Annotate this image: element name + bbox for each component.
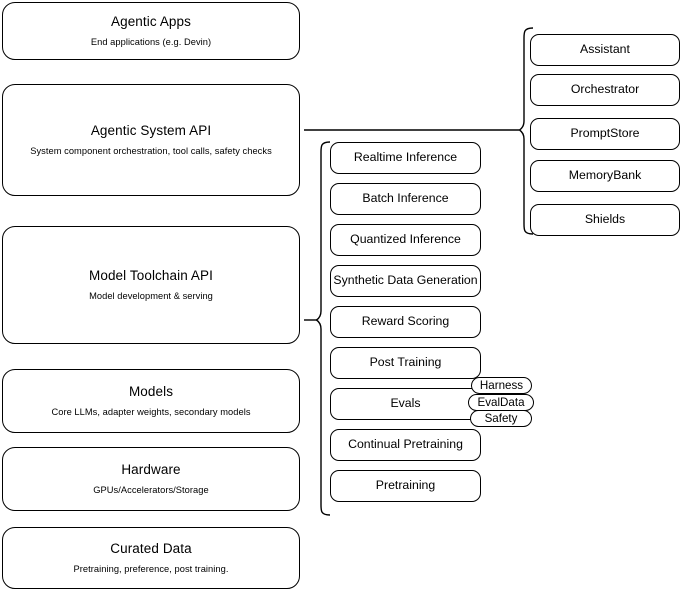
component-box-orchestrator[interactable]: Orchestrator <box>530 74 680 106</box>
evals-badge-safety[interactable]: Safety <box>470 410 532 427</box>
layer-title: Model Toolchain API <box>89 267 213 283</box>
layer-subtitle: Core LLMs, adapter weights, secondary mo… <box>51 406 251 417</box>
component-label: PromptStore <box>570 126 640 141</box>
brace-toolchain-capabilities <box>315 141 331 516</box>
layer-box-agentic-apps[interactable]: Agentic Apps End applications (e.g. Devi… <box>2 2 300 60</box>
capability-box-evals[interactable]: Evals <box>330 388 481 420</box>
capability-box-pretraining[interactable]: Pretraining <box>330 470 481 502</box>
capability-label: Batch Inference <box>362 191 449 206</box>
layer-title: Agentic System API <box>90 122 212 138</box>
component-box-memorybank[interactable]: MemoryBank <box>530 160 680 192</box>
evals-badge-evaldata[interactable]: EvalData <box>468 394 534 411</box>
layer-title: Hardware <box>121 461 181 477</box>
layer-subtitle: Pretraining, preference, post training. <box>73 563 229 574</box>
layer-subtitle: System component orchestration, tool cal… <box>30 145 272 156</box>
layer-subtitle: GPUs/Accelerators/Storage <box>93 484 209 495</box>
capability-box-continual-pretraining[interactable]: Continual Pretraining <box>330 429 481 461</box>
component-box-promptstore[interactable]: PromptStore <box>530 118 680 150</box>
badge-label: EvalData <box>477 396 525 409</box>
badge-label: Harness <box>479 379 524 392</box>
component-box-assistant[interactable]: Assistant <box>530 34 680 66</box>
capability-label: Evals <box>390 396 421 411</box>
component-box-shields[interactable]: Shields <box>530 204 680 236</box>
layer-box-curated-data[interactable]: Curated Data Pretraining, preference, po… <box>2 527 300 589</box>
layer-box-hardware[interactable]: Hardware GPUs/Accelerators/Storage <box>2 447 300 511</box>
capability-label: Reward Scoring <box>361 314 450 329</box>
layer-subtitle: End applications (e.g. Devin) <box>90 36 212 47</box>
capability-box-quantized-inference[interactable]: Quantized Inference <box>330 224 481 256</box>
layer-subtitle: Model development & serving <box>89 290 213 301</box>
capability-label: Realtime Inference <box>353 150 458 165</box>
capability-label: Quantized Inference <box>350 232 461 247</box>
badge-label: Safety <box>484 412 518 425</box>
layer-box-models[interactable]: Models Core LLMs, adapter weights, secon… <box>2 369 300 433</box>
capability-box-realtime-inference[interactable]: Realtime Inference <box>330 142 481 174</box>
layer-box-agentic-system-api[interactable]: Agentic System API System component orch… <box>2 84 300 196</box>
evals-badge-harness[interactable]: Harness <box>471 377 532 394</box>
component-label: Shields <box>584 212 626 227</box>
capability-box-post-training[interactable]: Post Training <box>330 347 481 379</box>
capability-label: Synthetic Data Generation <box>333 273 478 288</box>
layer-title: Models <box>128 383 174 399</box>
capability-box-synthetic-data-generation[interactable]: Synthetic Data Generation <box>330 265 481 297</box>
component-label: Orchestrator <box>570 82 640 97</box>
layer-box-model-toolchain-api[interactable]: Model Toolchain API Model development & … <box>2 226 300 344</box>
component-label: MemoryBank <box>568 168 642 183</box>
capability-box-batch-inference[interactable]: Batch Inference <box>330 183 481 215</box>
capability-label: Pretraining <box>375 478 436 493</box>
layer-title: Curated Data <box>110 540 192 556</box>
capability-label: Continual Pretraining <box>348 437 463 452</box>
component-label: Assistant <box>580 42 630 57</box>
layer-title: Agentic Apps <box>110 13 191 29</box>
capability-box-reward-scoring[interactable]: Reward Scoring <box>330 306 481 338</box>
capability-label: Post Training <box>369 355 442 370</box>
